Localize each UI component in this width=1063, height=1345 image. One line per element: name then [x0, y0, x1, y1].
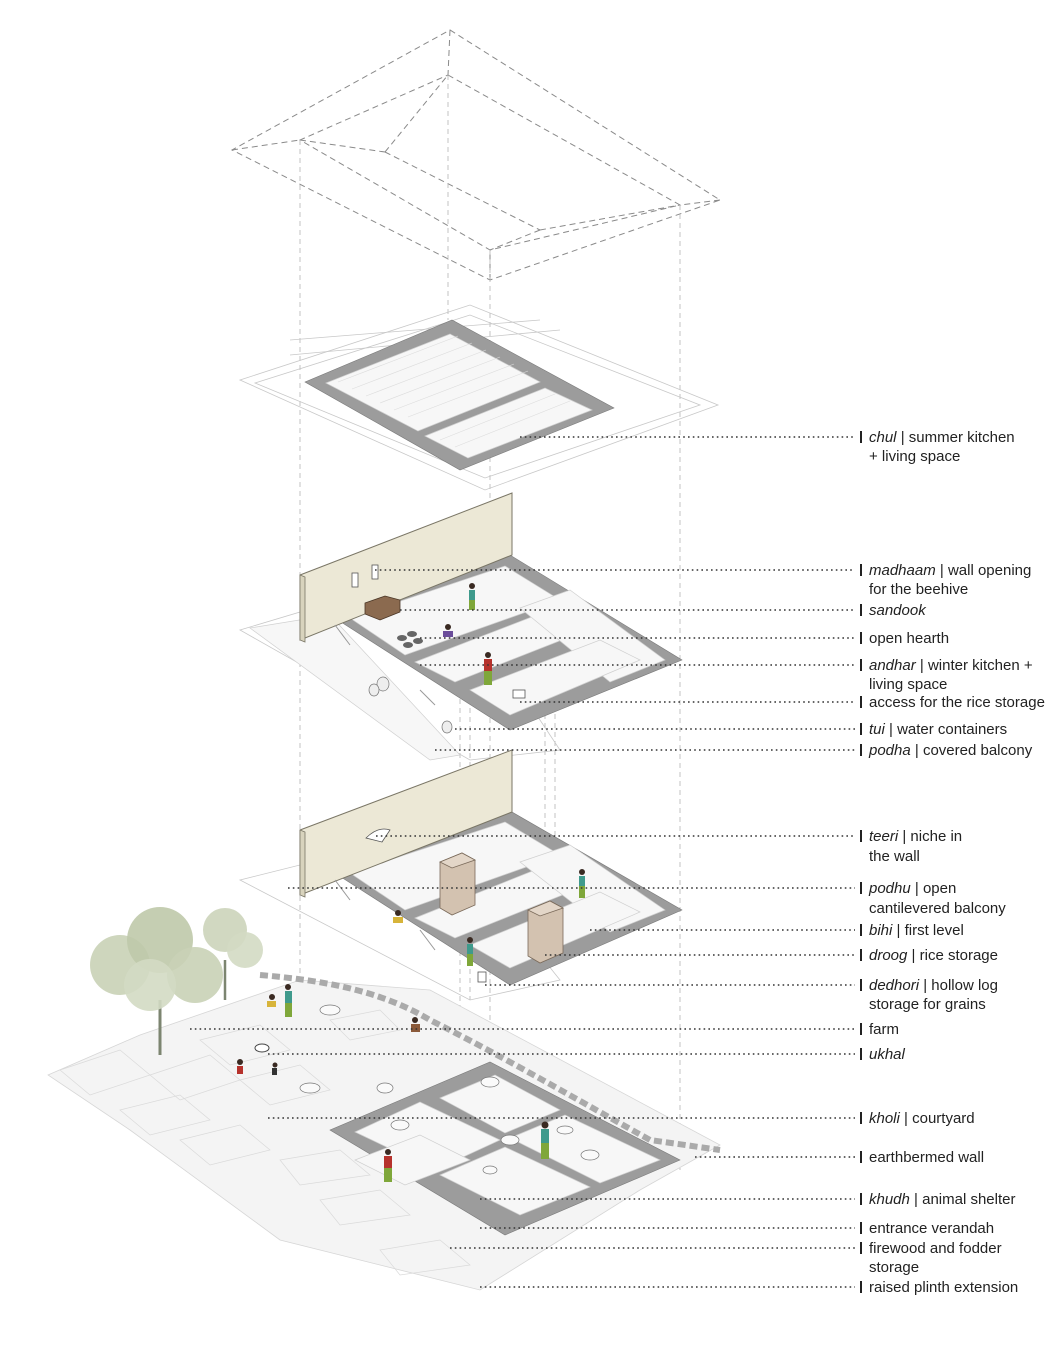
label-raised-plinth: raised plinth extension: [869, 1279, 1018, 1296]
label-dedhori: dedhori | hollow log storage for grains: [869, 977, 998, 1013]
svg-text:storage: storage: [869, 1259, 919, 1276]
svg-text:podhu | open: podhu | open: [868, 880, 956, 897]
svg-text:open hearth: open hearth: [869, 630, 949, 647]
label-ukhal: ukhal: [869, 1046, 906, 1063]
label-chul: chul | summer kitchen + living space: [869, 429, 1015, 465]
svg-text:living space: living space: [869, 676, 947, 693]
svg-text:access for the rice storage: access for the rice storage: [869, 694, 1045, 711]
label-tui: tui | water containers: [869, 721, 1007, 738]
svg-text:khudh | animal shelter: khudh | animal shelter: [869, 1191, 1016, 1208]
svg-text:chul | summer kitchen: chul | summer kitchen: [869, 429, 1015, 446]
svg-text:bihi | first level: bihi | first level: [869, 922, 964, 939]
sandook-chest: [364, 595, 401, 621]
ukhal-icon: [254, 1043, 270, 1053]
svg-text:storage for grains: storage for grains: [869, 996, 986, 1013]
svg-text:+ living space: + living space: [869, 448, 960, 465]
svg-text:the wall: the wall: [869, 848, 920, 865]
leader-lines: [190, 436, 855, 1288]
svg-text:dedhori | hollow log: dedhori | hollow log: [869, 977, 998, 994]
label-earthbermed-wall: earthbermed wall: [869, 1149, 984, 1166]
label-podha: podha | covered balcony: [868, 742, 1033, 759]
andhar-level-plan: [238, 492, 683, 761]
svg-text:firewood and fodder: firewood and fodder: [869, 1240, 1002, 1257]
svg-text:kholi | courtyard: kholi | courtyard: [869, 1110, 975, 1127]
svg-text:cantilevered balcony: cantilevered balcony: [869, 900, 1006, 917]
svg-text:farm: farm: [869, 1021, 899, 1038]
droog-rice-storage-1: [439, 852, 476, 916]
svg-text:ukhal: ukhal: [869, 1046, 906, 1063]
svg-text:entrance verandah: entrance verandah: [869, 1220, 994, 1237]
svg-text:raised plinth extension: raised plinth extension: [869, 1279, 1018, 1296]
label-rice-access: access for the rice storage: [869, 694, 1045, 711]
label-bihi: bihi | first level: [869, 922, 964, 939]
label-teeri: teeri | niche in the wall: [869, 828, 962, 865]
svg-text:madhaam | wall opening: madhaam | wall opening: [869, 562, 1031, 579]
label-kholi: kholi | courtyard: [869, 1110, 975, 1127]
label-andhar: andhar | winter kitchen + living space: [869, 657, 1033, 693]
labels: chul | summer kitchen + living space madh…: [868, 429, 1045, 1296]
bihi-level-plan: [238, 749, 683, 1001]
svg-text:tui | water containers: tui | water containers: [869, 721, 1007, 738]
teeri-niche: [365, 828, 391, 843]
label-podhu: podhu | open cantilevered balcony: [868, 880, 1006, 917]
label-firewood-storage: firewood and fodder storage: [869, 1240, 1002, 1276]
svg-text:sandook: sandook: [869, 602, 927, 619]
droog-rice-storage-2: [527, 900, 564, 964]
svg-text:droog | rice storage: droog | rice storage: [869, 947, 998, 964]
svg-text:teeri | niche in: teeri | niche in: [869, 828, 962, 845]
label-droog: droog | rice storage: [869, 947, 998, 964]
animal-icons: [299, 1004, 600, 1175]
svg-text:earthbermed wall: earthbermed wall: [869, 1149, 984, 1166]
trees: [90, 907, 263, 1055]
human-figures: [237, 583, 585, 1182]
label-open-hearth: open hearth: [869, 630, 949, 647]
roof-wireframe: [230, 29, 722, 281]
label-entrance-verandah: entrance verandah: [869, 1220, 994, 1237]
label-madhaam: madhaam | wall opening for the beehive: [869, 562, 1031, 598]
label-sandook: sandook: [869, 602, 927, 619]
svg-text:for the beehive: for the beehive: [869, 581, 968, 598]
label-farm: farm: [869, 1021, 899, 1038]
svg-text:andhar | winter kitchen +: andhar | winter kitchen +: [869, 657, 1033, 674]
hearth-stones: [397, 631, 423, 648]
label-khudh: khudh | animal shelter: [869, 1191, 1016, 1208]
water-containers-icon: [368, 676, 453, 734]
chul-level-plan: [238, 304, 720, 491]
svg-text:podha | covered balcony: podha | covered balcony: [868, 742, 1033, 759]
ground-level-plan: [47, 972, 721, 1291]
